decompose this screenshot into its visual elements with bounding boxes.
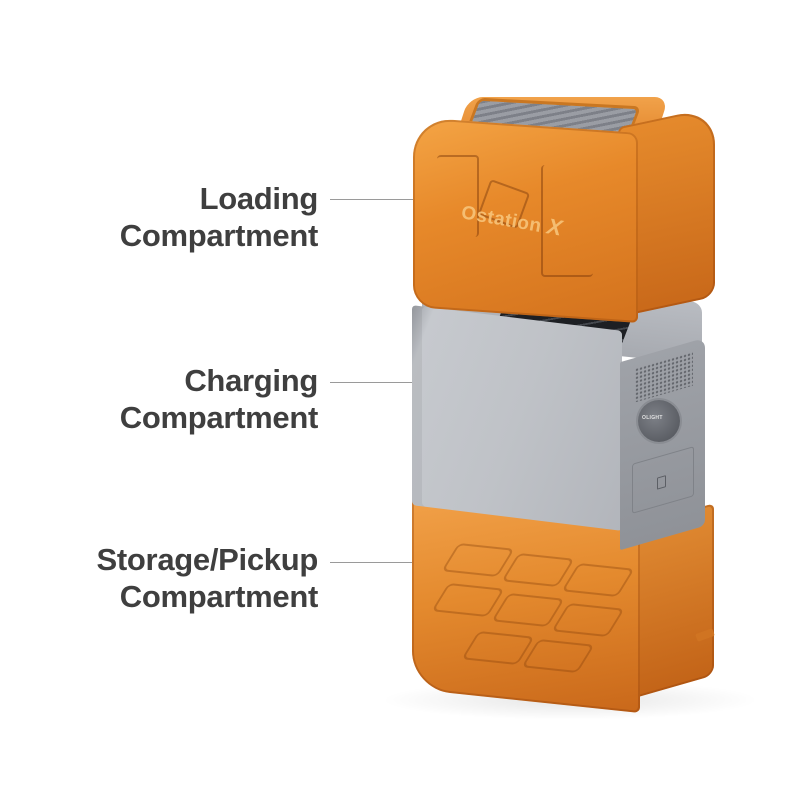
label-line: Charging: [184, 363, 318, 398]
charging-compartment: OLIGHT: [410, 273, 710, 551]
loading-rib: [437, 155, 479, 237]
label-charging-compartment: Charging Compartment: [119, 362, 319, 436]
leader-line-loading: [330, 199, 430, 200]
leader-line-charging: [330, 382, 428, 383]
label-line: Compartment: [119, 218, 319, 253]
charging-front-panel: [412, 305, 622, 531]
button-brand-text: OLIGHT: [642, 415, 663, 421]
power-button: OLIGHT: [638, 400, 680, 442]
label-line: Loading: [199, 181, 319, 216]
card-slot-icon: [657, 475, 666, 490]
loading-rib: [541, 165, 593, 277]
label-storage-compartment: Storage/Pickup Compartment: [96, 541, 319, 615]
label-line: Compartment: [119, 579, 319, 614]
label-loading-compartment: Loading Compartment: [119, 180, 319, 254]
label-line: Compartment: [119, 400, 319, 435]
leader-line-storage: [330, 562, 428, 563]
loading-compartment: Ostation X: [413, 95, 715, 323]
label-line: Storage/Pickup: [96, 542, 319, 577]
